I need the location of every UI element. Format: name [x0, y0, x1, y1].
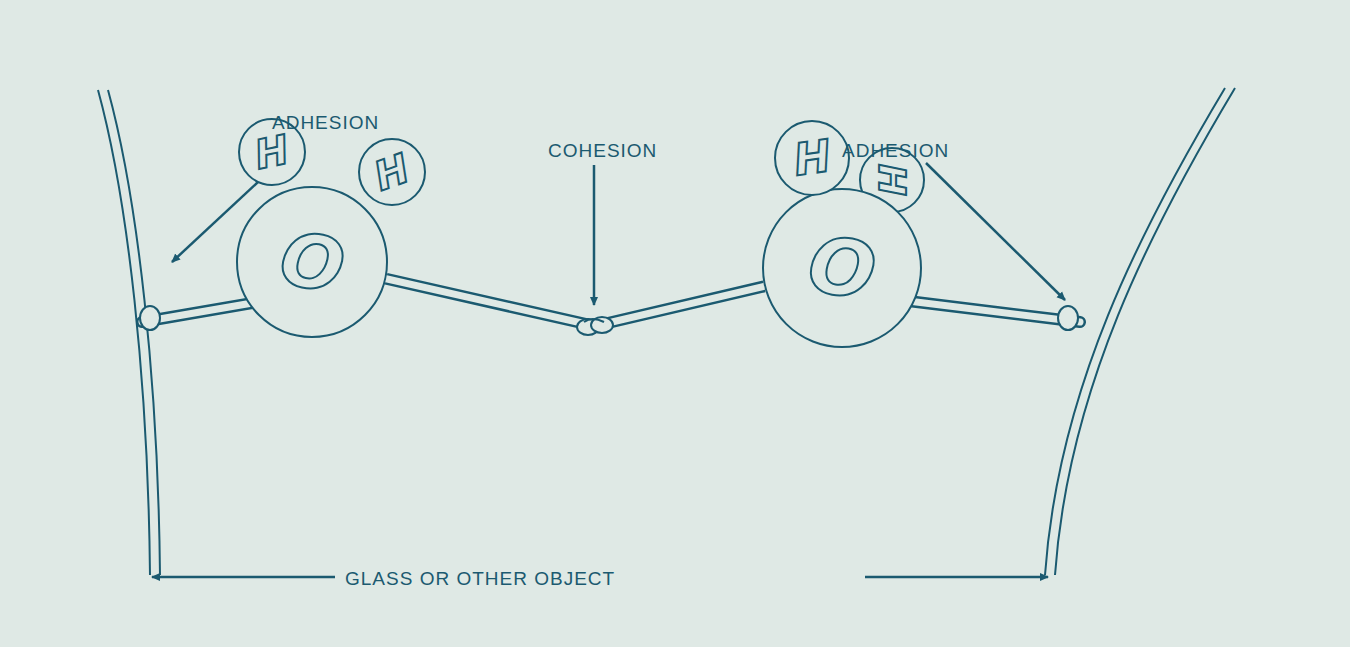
text-label: COHESION	[548, 141, 657, 160]
text-label: GLASS OR OTHER OBJECT	[345, 569, 615, 588]
atom-letter: O	[274, 219, 351, 304]
atom-circle: H	[774, 120, 850, 196]
atom-circle: O	[762, 188, 922, 348]
text-label: ADHESION	[842, 141, 949, 160]
atom-circle: O	[236, 186, 388, 338]
text-label: ADHESION	[272, 113, 379, 132]
atom-letter: O	[803, 224, 882, 312]
atom-letter: H	[791, 134, 834, 183]
glass-wall	[98, 88, 1235, 575]
cohesion-arms	[386, 279, 764, 326]
atom-letter: H	[369, 147, 414, 196]
atom-letter: H	[251, 129, 292, 175]
atom-circle: H	[358, 138, 426, 206]
pointer-arrow	[152, 143, 1065, 577]
atom-letter: H	[873, 164, 911, 196]
